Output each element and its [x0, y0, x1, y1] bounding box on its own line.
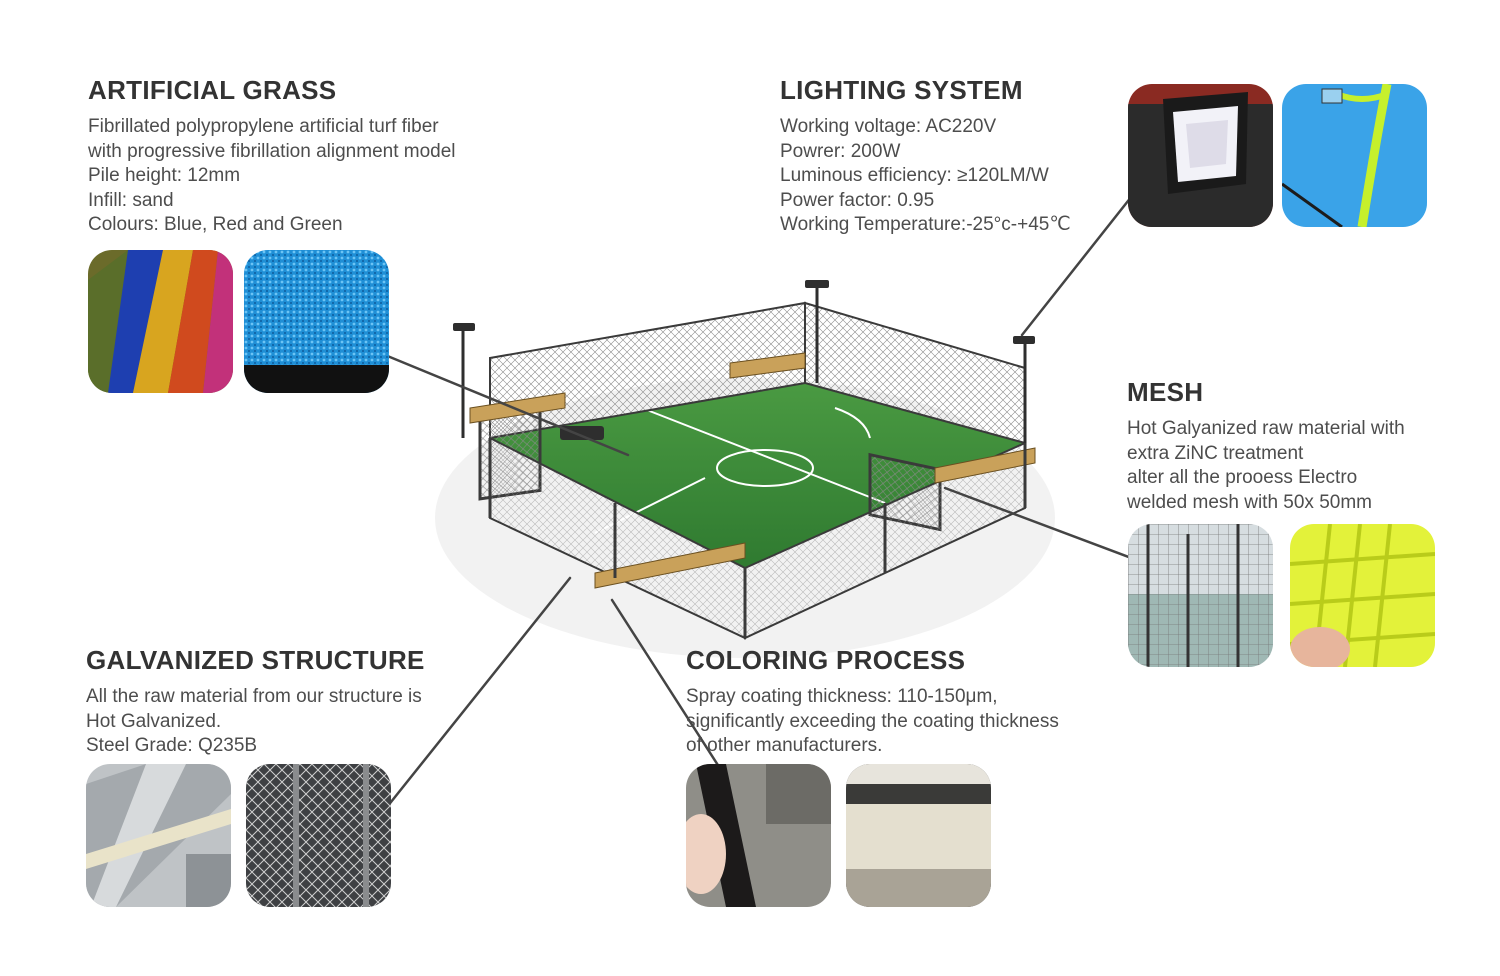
led-floodlight-image	[1128, 84, 1273, 227]
welded-mesh-panels-image	[1128, 524, 1273, 667]
coated-steel-profile-image	[846, 764, 991, 907]
benches	[469, 352, 1036, 589]
galvanized-structure-section: GALVANIZED STRUCTURE All the raw materia…	[86, 645, 425, 759]
frame-posts	[488, 438, 1027, 638]
multicolor-turf-samples-image	[88, 250, 233, 393]
coloring-process-title: COLORING PROCESS	[686, 645, 966, 675]
yellow-mesh-closeup-image	[1290, 524, 1435, 667]
connector-galvanized-structure	[381, 576, 572, 814]
connector-artificial-grass	[383, 353, 630, 457]
lighting-system-title: LIGHTING SYSTEM	[780, 75, 1023, 105]
lighting-system-section: LIGHTING SYSTEM Working voltage: AC220V …	[780, 75, 1071, 238]
floodlights	[453, 280, 1035, 440]
lighting-system-line: Working voltage: AC220V	[780, 116, 997, 137]
mesh-section: MESH Hot Galyanized raw material with ex…	[1127, 377, 1405, 515]
artificial-grass-line: Fibrillated polypropylene artificial tur…	[88, 116, 439, 137]
artificial-grass-line: Colours: Blue, Red and Green	[88, 214, 343, 235]
black-coated-tube-in-hand-image	[686, 764, 831, 907]
coloring-process-line: significantly exceeding the coating thic…	[686, 710, 1059, 732]
connector-mesh	[943, 486, 1160, 570]
mesh-line: welded mesh with 50x 50mm	[1127, 491, 1372, 513]
galvanized-structure-title: GALVANIZED STRUCTURE	[86, 645, 425, 675]
galvanized-structure-line: Steel Grade: Q235B	[86, 735, 258, 756]
lighting-system-line: Luminous efficiency: ≥120LM/W	[780, 165, 1049, 186]
lighting-system-line: Powrer: 200W	[780, 140, 901, 162]
artificial-grass-line: Pile height: 12mm	[88, 165, 241, 186]
coloring-process-section: COLORING PROCESS Spray coating thickness…	[686, 645, 1059, 759]
mesh-title: MESH	[1127, 377, 1204, 407]
coloring-process-line: Spray coating thickness: 110-150μm,	[686, 686, 998, 707]
galvanized-steel-measured-image	[86, 764, 231, 907]
mesh-line: extra ZiNC treatment	[1127, 442, 1304, 464]
mesh-line: Hot Galyanized raw material with	[1127, 418, 1405, 439]
artificial-grass-line: with progressive fibrillation alignment …	[88, 140, 456, 162]
light-pole-against-sky-image	[1282, 84, 1427, 227]
artificial-grass-title: ARTIFICIAL GRASS	[88, 75, 337, 105]
lighting-system-line: Power factor: 0.95	[780, 189, 935, 211]
artificial-grass-line: Infill: sand	[88, 189, 174, 211]
mini-football-cage-illustration	[435, 280, 1055, 658]
galvanized-structure-line: Hot Galvanized.	[86, 710, 222, 732]
chain-link-fence-frame-image	[246, 764, 391, 907]
light-poles	[461, 283, 1027, 443]
mesh-line: alter all the prooess Electro	[1127, 467, 1358, 488]
coloring-process-line: of other manufacturers.	[686, 735, 883, 756]
turf-surface	[490, 383, 1025, 568]
artificial-grass-section: ARTIFICIAL GRASS Fibrillated polypropyle…	[88, 75, 456, 238]
blue-turf-closeup-image	[244, 250, 389, 393]
lighting-system-line: Working Temperature:-25°c-+45℃	[780, 214, 1071, 235]
galvanized-structure-line: All the raw material from our structure …	[86, 686, 422, 707]
